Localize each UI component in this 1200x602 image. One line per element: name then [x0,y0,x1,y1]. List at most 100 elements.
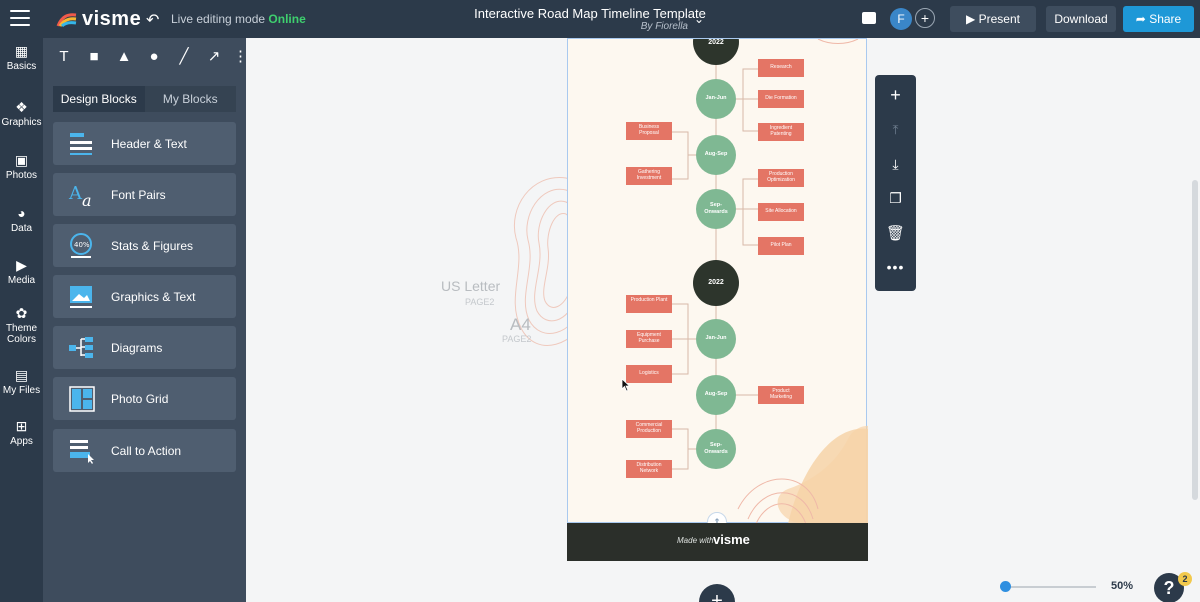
chevron-down-icon[interactable]: ⌄ [694,12,705,26]
block-label: Font Pairs [111,188,166,202]
visme-logo-mark-icon [56,12,77,27]
basic-tools: T ■ ▲ ● ╱ ↗ ⋮ [53,46,248,68]
rail-item-media[interactable]: ▶ Media [0,258,43,286]
milestone-box: Business Proposal [638,124,660,136]
rail-label: Apps [10,436,33,447]
milestone-box: Equipment Purchase [637,332,661,344]
block-graphics-text[interactable]: Graphics & Text [53,275,236,318]
block-label: Header & Text [111,137,187,151]
zoom-slider-track[interactable] [1004,586,1096,588]
rail-item-apps[interactable]: ⊞ Apps [0,419,43,447]
more-tools-icon[interactable]: ⋮ [233,48,248,65]
us-letter-guide: US Letter [441,278,501,294]
photos-icon: ▣ [14,152,29,168]
basics-icon: ▦ [14,43,29,59]
data-pie-icon: ◕ [17,205,26,221]
mouse-cursor-icon [621,378,631,392]
rail-item-photos[interactable]: ▣ Photos [0,153,43,181]
tab-my-blocks[interactable]: My Blocks [144,86,236,112]
zoom-level: 50% [1111,580,1134,592]
block-font-pairs[interactable]: A a Font Pairs [53,173,236,216]
node-label: Sep-Onwards [704,442,728,455]
rail-item-theme-colors[interactable]: ✿ Theme Colors [0,306,43,345]
document-author: By Fiorella [640,21,688,32]
rail-label: Graphics [1,117,42,128]
block-label: Stats & Figures [111,239,194,253]
footer-brand: visme [713,532,750,547]
milestone-box: Die Formation [765,95,797,101]
block-label: Call to Action [111,444,182,458]
made-with-footer: Made with visme [567,523,868,561]
live-editing-status: Live editing mode Online [171,12,306,26]
cta-icon [70,440,94,464]
rail-item-my-files[interactable]: ▤ My Files [0,368,43,396]
add-page-button[interactable]: + [699,584,735,602]
add-icon[interactable]: + [890,85,901,105]
share-arrow-icon: ➦ [1135,12,1146,26]
folder-icon: ▤ [14,367,29,383]
block-header-text[interactable]: Header & Text [53,122,236,165]
block-photo-grid[interactable]: Photo Grid [53,377,236,420]
stats-circle-icon: 40% [70,233,92,258]
add-collaborator-button[interactable]: + [915,8,935,28]
zoom-slider-handle[interactable] [1000,581,1011,592]
visme-logo[interactable]: visme [56,8,141,31]
comment-icon[interactable] [862,12,876,24]
top-bar: visme ↶ Live editing mode Online Interac… [0,0,1200,38]
document-title-area[interactable]: Interactive Road Map Timeline Template B… [440,6,740,32]
canvas-scrollbar[interactable] [1192,180,1198,500]
element-toolbar: + ⤒ ⤓ ❐ 🗑 ••• [875,75,916,291]
duplicate-icon[interactable]: ❐ [889,190,902,206]
left-rail: ▦ Basics ❖ Graphics ▣ Photos ◕ Data ▶ Me… [0,38,43,602]
rectangle-tool-icon[interactable]: ■ [89,48,99,65]
present-button[interactable]: ▶ Present [950,6,1036,32]
svg-text:40%: 40% [74,241,90,249]
block-diagrams[interactable]: Diagrams [53,326,236,369]
line-tool-icon[interactable]: ╱ [179,48,189,65]
milestone-box: Pilot Plan [770,242,792,248]
image-icon [70,286,92,308]
circle-tool-icon[interactable]: ● [149,48,159,65]
undo-icon[interactable]: ↶ [146,12,160,29]
node-label: Jan-Jun [705,335,727,341]
rail-item-graphics[interactable]: ❖ Graphics [0,100,43,128]
download-button[interactable]: Download [1046,6,1116,32]
move-up-icon[interactable]: ⤒ [892,122,899,137]
photo-grid-icon [69,386,95,412]
text-tool-icon[interactable]: T [59,48,69,65]
present-label: Present [978,12,1020,26]
more-options-icon[interactable]: ••• [886,259,905,275]
tab-design-blocks[interactable]: Design Blocks [53,86,145,112]
document-title[interactable]: Interactive Road Map Timeline Template [474,6,706,21]
rail-label: Media [7,275,36,286]
svg-text:A: A [68,183,83,204]
milestone-box: Logistics [639,370,659,376]
timeline-graphic [626,39,868,524]
milestone-box: Site Allocation [765,208,797,214]
arrow-tool-icon[interactable]: ↗ [207,48,221,65]
block-stats-figures[interactable]: 40% Stats & Figures [53,224,236,267]
rail-item-data[interactable]: ◕ Data [0,206,43,234]
live-mode-label: Live editing mode [171,12,266,26]
rail-label: Photos [5,170,38,181]
share-button[interactable]: ➦ Share [1123,6,1194,32]
move-down-icon[interactable]: ⤓ [892,156,899,172]
rail-label: Data [10,223,33,234]
help-notification-badge: 2 [1178,572,1192,586]
font-pairs-icon: A a [68,183,92,208]
editor-canvas[interactable]: US Letter PAGE2 A4 PAGE2 [246,38,1200,602]
a4-page-label: PAGE2 [502,334,532,344]
graphics-icon: ❖ [15,99,28,115]
trash-icon[interactable]: 🗑 [885,225,906,242]
design-panel: T ■ ▲ ● ╱ ↗ ⋮ Design Blocks My Blocks He… [43,38,248,602]
menu-icon[interactable] [10,10,30,26]
timeline-page[interactable]: 2022 2022 Jan-Jun Aug-Sep Sep-Onwards Ja… [567,38,868,524]
svg-text:a: a [82,191,92,208]
rail-label: Theme Colors [5,323,38,345]
rail-label: Basics [6,61,37,72]
avatar[interactable]: F [890,8,912,30]
a4-guide: A4 [510,315,531,334]
rail-item-basics[interactable]: ▦ Basics [0,44,43,72]
block-call-to-action[interactable]: Call to Action [53,429,236,472]
triangle-tool-icon[interactable]: ▲ [116,48,132,65]
